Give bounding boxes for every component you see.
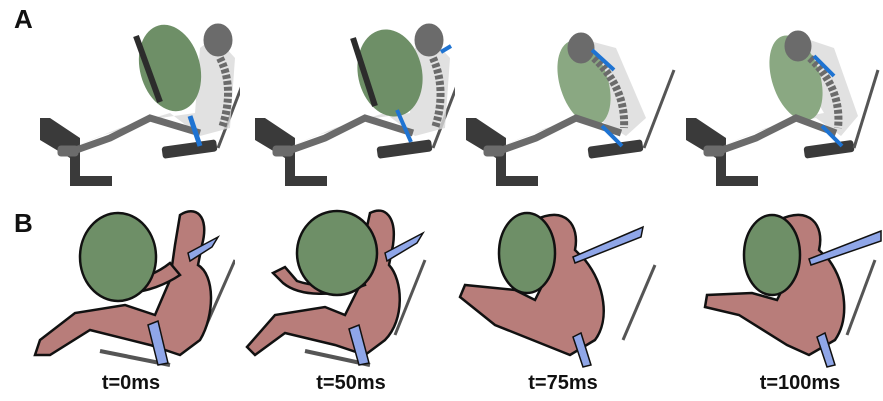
frame-a-0ms [40,18,240,193]
frame-b-50ms [245,205,450,370]
seatbelt-shoulder [573,227,643,263]
panel-label-a: A [14,4,33,35]
time-label-75ms: t=75ms [488,372,638,395]
seatbelt [441,46,451,52]
seat-back [854,70,878,148]
seat-back [623,265,655,340]
frame-a-100ms [686,18,883,193]
time-label-0ms: t=0ms [56,372,206,395]
frame-b-0ms [30,205,235,370]
time-label-50ms: t=50ms [276,372,426,395]
frame-a-50ms [255,18,455,193]
frame-b-100ms [697,205,883,370]
airbag [499,213,555,293]
frame-a-75ms [466,18,676,193]
seat-back [847,260,875,335]
seat-back [644,70,674,148]
airbag [297,211,377,295]
airbag [80,213,156,301]
airbag [744,215,800,295]
time-label-100ms: t=100ms [725,372,875,395]
frame-b-75ms [455,205,665,370]
